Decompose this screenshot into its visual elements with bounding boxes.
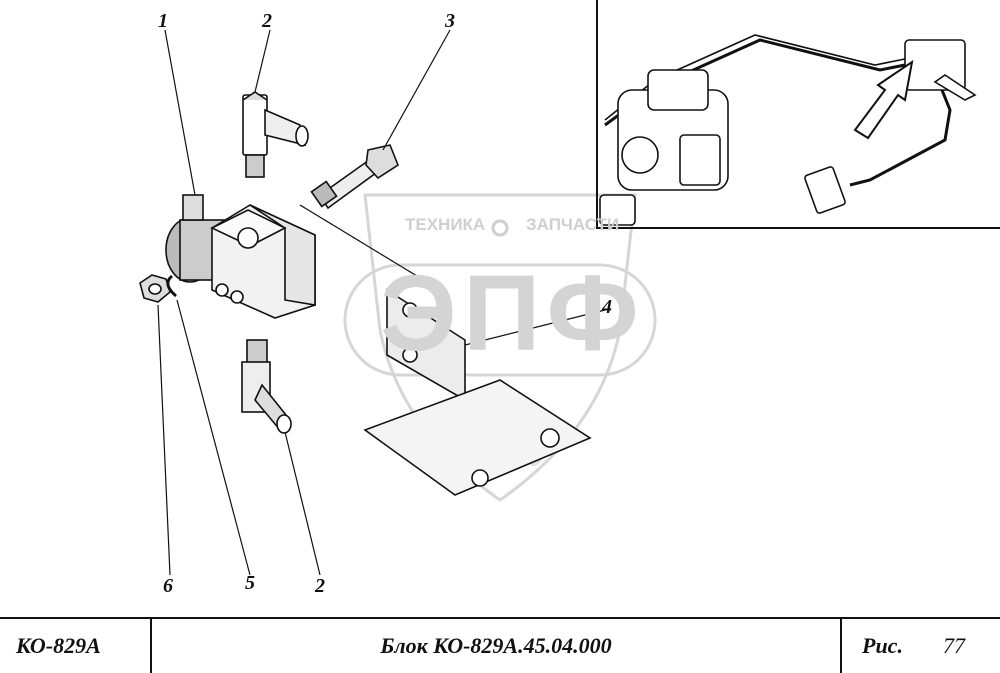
assembly-title: Блок КО-829А.45.04.000 — [380, 633, 612, 658]
part-2-fitting-top — [242, 91, 309, 178]
leader-lines — [157, 29, 606, 576]
watermark-gear-icon — [491, 219, 509, 237]
part-4-bracket — [363, 288, 592, 496]
callout-2-bottom: 2 — [315, 575, 325, 597]
part-1-valve-body — [165, 194, 316, 319]
watermark-text-right: ЗАПЧАСТИ — [526, 215, 620, 234]
callout-4: 4 — [602, 296, 612, 318]
watermark-logo: ЭПФ — [380, 252, 645, 373]
callout-2-top: 2 — [262, 10, 272, 32]
part-6-nut — [139, 274, 171, 303]
part-5-washer — [166, 274, 177, 298]
callout-5: 5 — [245, 572, 255, 594]
inset-assembly — [599, 34, 977, 226]
model-cell: КО-829А — [0, 619, 152, 673]
inset-frame — [596, 0, 1000, 229]
figure-number: 77 — [942, 633, 965, 658]
inset-arrow-icon — [853, 59, 914, 140]
watermark-shield — [343, 193, 657, 502]
callout-1: 1 — [158, 10, 168, 32]
title-block: КО-829А Блок КО-829А.45.04.000 Рис. 77 — [0, 617, 1000, 673]
title-cell: Блок КО-829А.45.04.000 — [152, 619, 842, 673]
figure-cell: Рис. 77 — [842, 619, 1000, 673]
part-2-fitting-bottom — [241, 339, 292, 434]
figure-label: Рис. — [862, 633, 903, 658]
watermark-text-left: ТЕХНИКА — [405, 215, 486, 234]
part-3-bolt — [310, 144, 399, 210]
callout-3: 3 — [445, 10, 455, 32]
model-label: КО-829А — [16, 633, 101, 658]
callout-6: 6 — [163, 575, 173, 597]
